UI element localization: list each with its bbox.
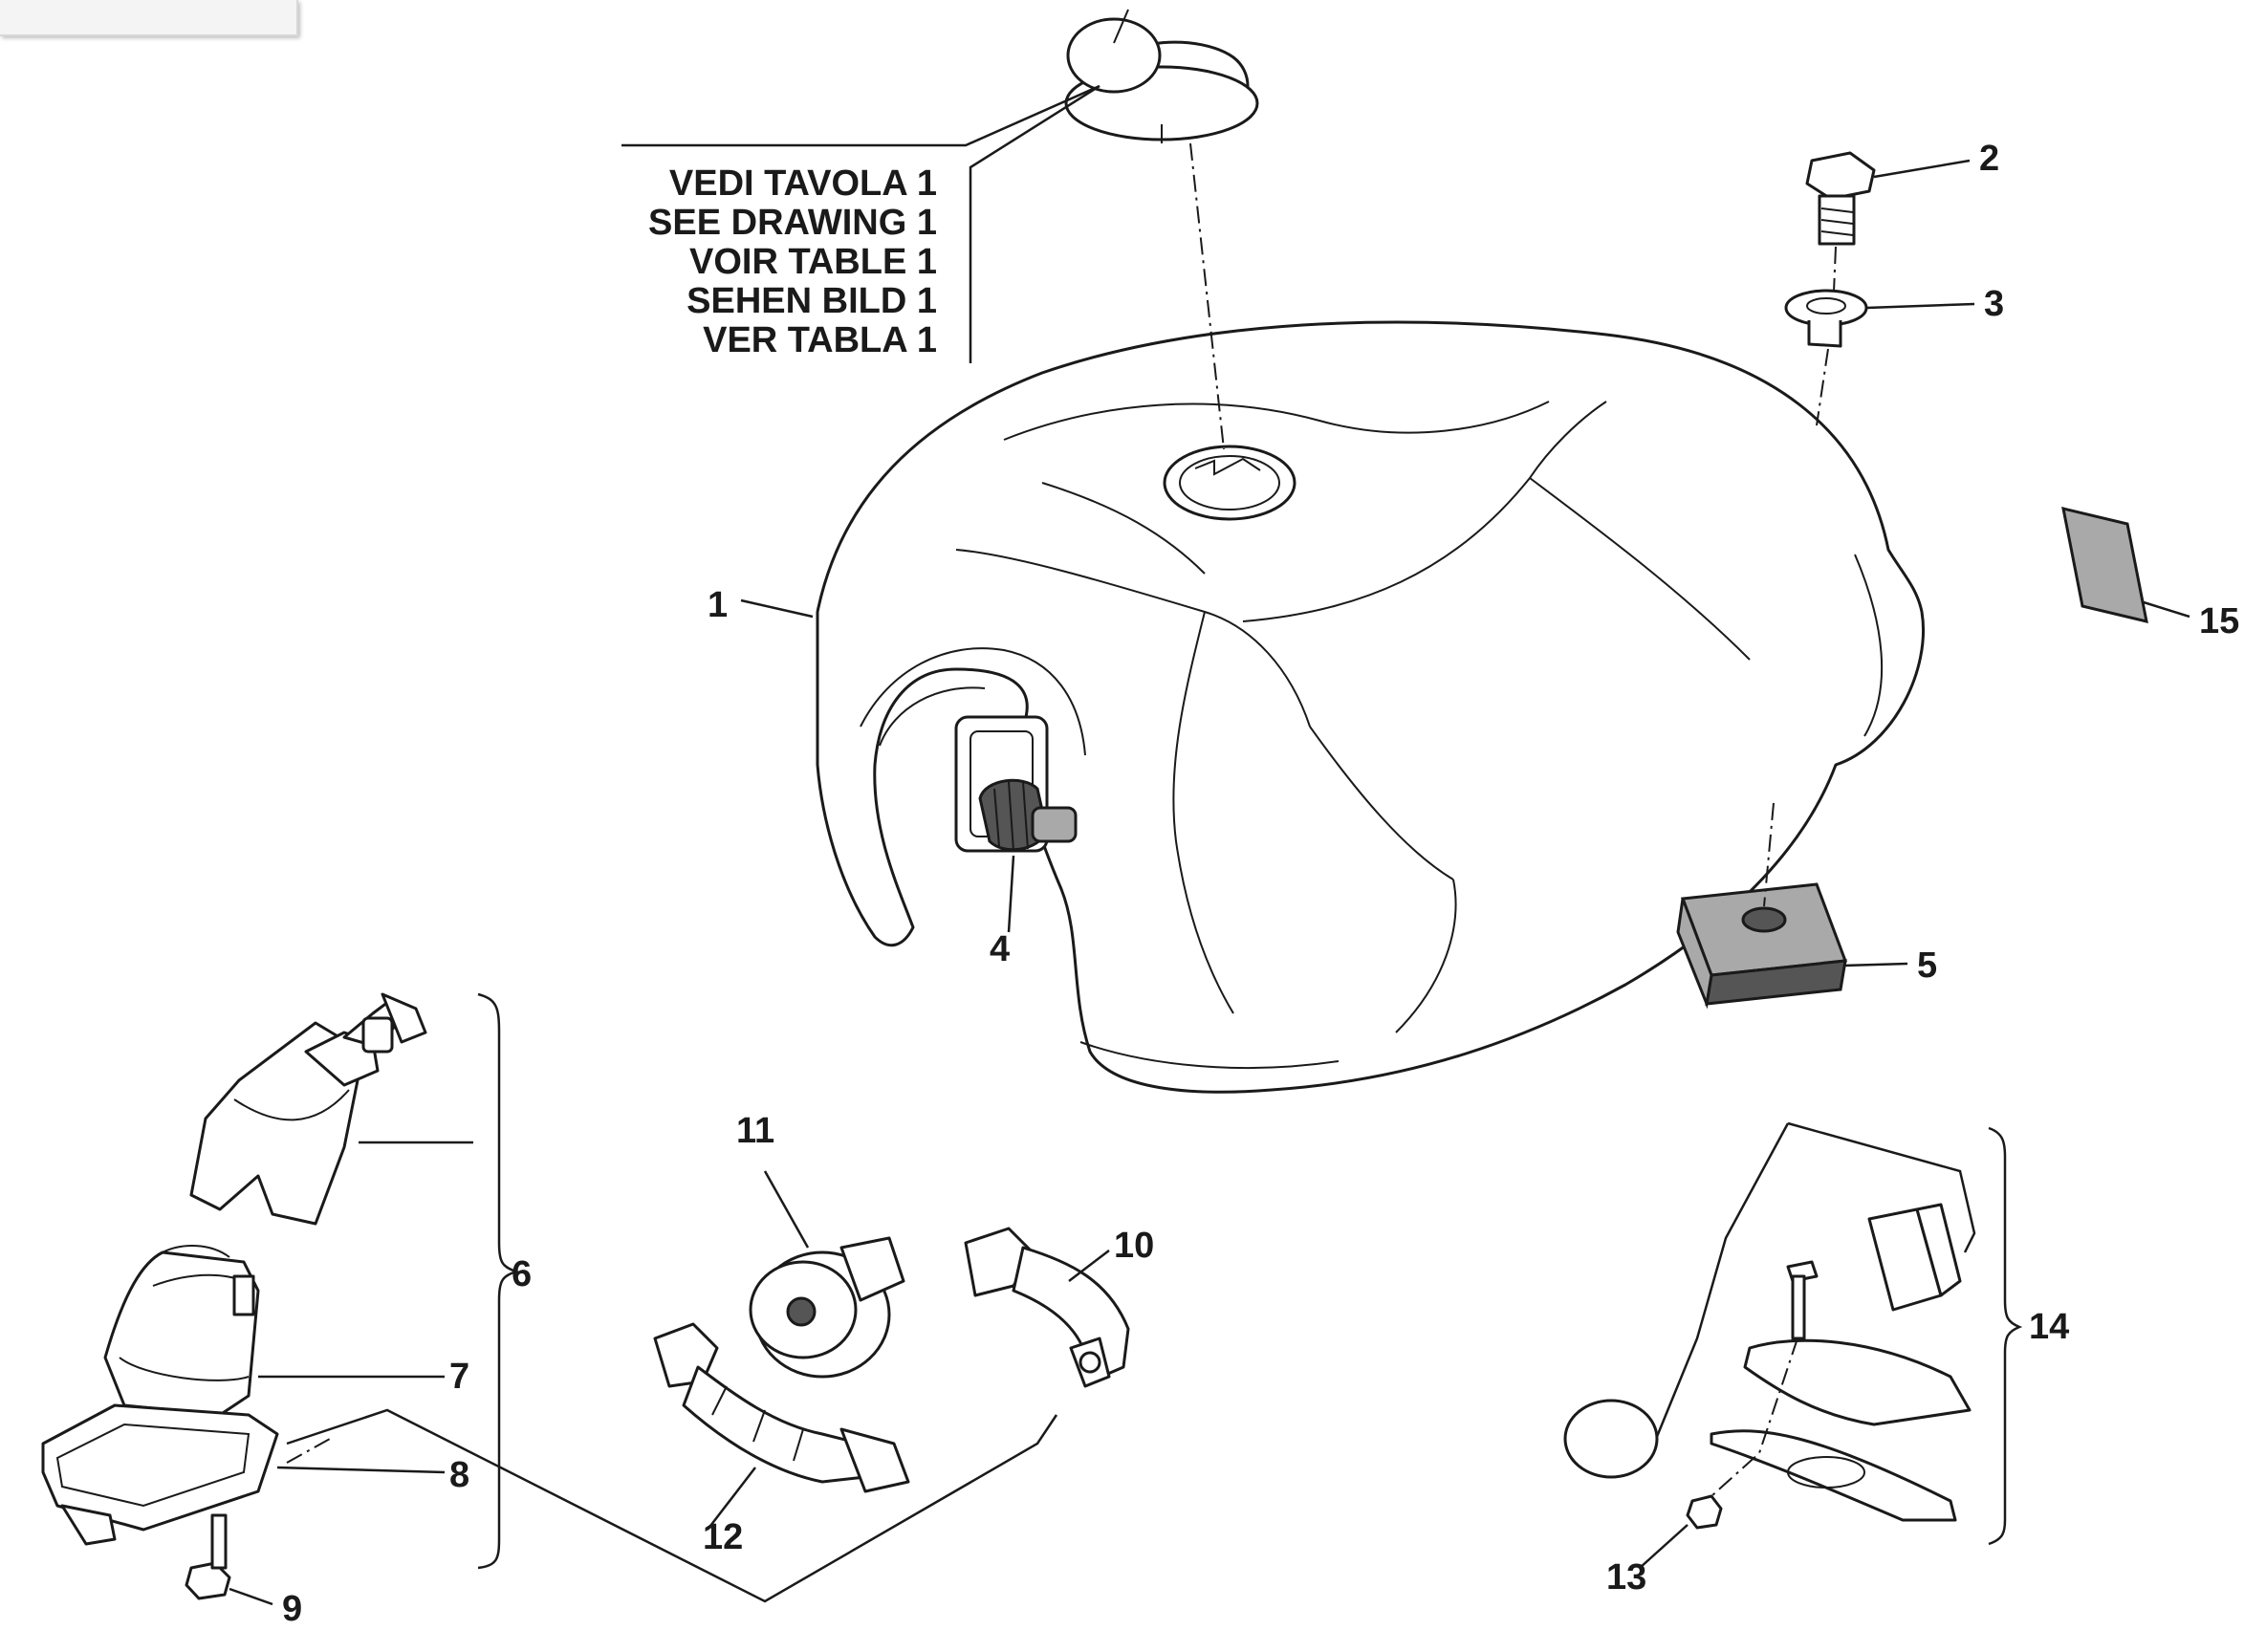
ref-leader-bracket	[969, 84, 1100, 363]
leader-2	[1873, 159, 1971, 179]
ref-line-fr: VOIR TABLE 1	[689, 242, 937, 282]
ref-line-es: VER TABLA 1	[703, 320, 937, 360]
callout-7: 7	[449, 1357, 469, 1397]
valve-11	[749, 1236, 905, 1379]
cap-axis-line	[1189, 142, 1225, 450]
label-15	[2061, 506, 2148, 624]
callout-12: 12	[703, 1517, 743, 1557]
bolt-axis-line	[1816, 246, 1837, 426]
leader-4	[1007, 855, 1015, 933]
leader-shared-hoses	[286, 1408, 1058, 1603]
leader-15	[2143, 600, 2190, 619]
pad-axis-line	[1763, 802, 1775, 907]
leader-8	[276, 1466, 446, 1474]
reference-note: VEDI TAVOLA 1 SEE DRAWING 1 VOIR TABLE 1…	[593, 164, 937, 360]
level-sender-14	[1563, 1121, 1976, 1522]
callout-13: 13	[1606, 1557, 1646, 1598]
leader-10	[1068, 1250, 1110, 1282]
bracket-6	[477, 992, 520, 1570]
fuel-cap	[1064, 9, 1259, 143]
ref-line-en: SEE DRAWING 1	[648, 203, 937, 243]
callout-3: 3	[1984, 284, 2004, 324]
callout-8: 8	[449, 1455, 469, 1495]
leader-13	[1639, 1524, 1689, 1569]
callout-1: 1	[708, 585, 728, 625]
drain-plug-4	[978, 778, 1078, 852]
nut-13	[1686, 1494, 1723, 1530]
corner-tab	[0, 0, 298, 36]
callout-15: 15	[2199, 601, 2239, 641]
rubber-pad-5	[1676, 882, 1848, 1010]
grommet-3	[1784, 289, 1868, 348]
callout-11: 11	[736, 1111, 774, 1151]
callout-4: 4	[990, 929, 1010, 969]
leader-12	[707, 1467, 756, 1531]
callout-5: 5	[1917, 946, 1937, 986]
callout-14: 14	[2029, 1307, 2069, 1347]
leader-3	[1865, 302, 1975, 310]
hose-12	[653, 1322, 910, 1493]
bolt-2	[1805, 151, 1876, 246]
ref-line-de: SEHEN BILD 1	[686, 281, 937, 321]
fuel-tank	[816, 320, 1925, 1094]
callout-10: 10	[1114, 1226, 1154, 1266]
ref-leader-top	[621, 84, 1100, 147]
leader-11	[763, 1170, 810, 1249]
bracket-14	[1988, 1126, 2023, 1546]
leader-9	[229, 1587, 273, 1606]
fuel-pump-body	[41, 1245, 279, 1546]
bolt-9	[185, 1513, 231, 1600]
callout-2: 2	[1979, 139, 1999, 179]
sender-axis-line	[1710, 1337, 1798, 1497]
leader-5	[1842, 962, 1908, 967]
pump-axis-line	[286, 1438, 331, 1464]
hose-10	[964, 1227, 1130, 1388]
callout-6: 6	[512, 1254, 532, 1294]
callout-9: 9	[282, 1589, 302, 1629]
ref-line-it: VEDI TAVOLA 1	[668, 163, 937, 204]
fuel-pump-upper	[189, 992, 427, 1226]
leader-1	[740, 598, 814, 619]
